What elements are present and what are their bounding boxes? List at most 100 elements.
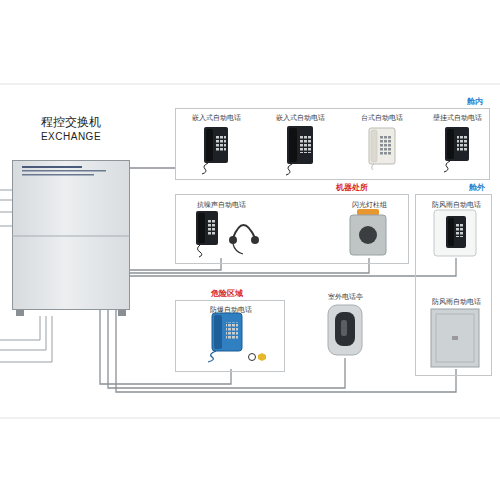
- telephone: 嵌入式自动电话: [186, 113, 246, 173]
- label-group: 防爆自动电话: [186, 305, 276, 314]
- cabinet-foot: [16, 310, 24, 316]
- telephone: 壁挂式自动电话: [427, 113, 487, 173]
- phone-line: [130, 258, 369, 273]
- keypad: [300, 135, 311, 153]
- mic-boom: [233, 244, 243, 254]
- cert-mark: [258, 353, 266, 361]
- label-group: 台式自动电话: [352, 113, 412, 122]
- label-group: 危险区域: [211, 289, 243, 299]
- phone-line: [116, 310, 456, 392]
- zone-label: 舱外: [469, 183, 485, 193]
- keypad: [457, 135, 467, 151]
- handset: [206, 129, 213, 161]
- keypad: [216, 136, 226, 152]
- cabinet-title: 程控交换机: [13, 115, 129, 130]
- cord: [444, 161, 450, 172]
- wire: [0, 190, 12, 226]
- nameplate: [22, 170, 106, 172]
- headset-band: [233, 225, 255, 238]
- device-label: 嵌入式自动电话: [186, 113, 246, 122]
- nameplate: [22, 174, 94, 176]
- phone-body: [445, 127, 469, 161]
- phone-body: [369, 128, 395, 164]
- keypad: [380, 136, 392, 156]
- phone-body: [446, 216, 466, 248]
- door-handle: [452, 336, 458, 340]
- phone-line: [108, 310, 345, 388]
- cabinet-foot: [118, 310, 126, 316]
- label-group: 机器处所: [336, 183, 368, 193]
- frame-line: [0, 418, 500, 419]
- keypad: [456, 223, 464, 237]
- telephone: 防风雨自动电话: [423, 297, 489, 369]
- handset: [371, 130, 377, 162]
- zone-box: 危险区域防爆自动电话: [175, 300, 285, 372]
- cabinet-door: [436, 314, 474, 362]
- label-group: 壁挂式自动电话: [427, 113, 487, 122]
- cord: [372, 164, 374, 170]
- device-label: 壁挂式自动电话: [427, 113, 487, 122]
- flash-beacon: 闪光灯柱组: [339, 200, 399, 258]
- phone-body: [204, 127, 228, 163]
- phone-body: [196, 211, 218, 245]
- ear-cup: [251, 236, 259, 244]
- phone-cabinet: [431, 309, 479, 367]
- cord: [286, 164, 292, 175]
- handset: [214, 315, 222, 349]
- cord: [198, 245, 202, 257]
- label-group: 防风雨自动电话: [423, 297, 489, 306]
- nameplate: [22, 166, 82, 168]
- keypad: [226, 322, 238, 340]
- frame-line: [0, 84, 500, 85]
- device-label: 防风雨自动电话: [423, 297, 489, 306]
- label-group: 防风雨自动电话: [423, 200, 489, 209]
- telephone: 嵌入式自动电话: [270, 113, 330, 173]
- ear-cup: [229, 236, 237, 244]
- label-group: 抗噪声自动电话: [181, 200, 261, 209]
- zone-box: 舱外防风雨自动电话防风雨自动电话: [415, 194, 492, 376]
- phone-line: [100, 310, 231, 384]
- wire: [0, 316, 52, 362]
- phone-line: [130, 167, 175, 168]
- label-group: 嵌入式自动电话: [186, 113, 246, 122]
- exchange-cabinet: 程控交换机EXCHANGE: [12, 160, 130, 310]
- label-group: 程控交换机EXCHANGE: [13, 115, 129, 143]
- lamp-box: [350, 215, 386, 255]
- zone-label: 舱内: [467, 97, 483, 107]
- device-label: 闪光灯柱组: [339, 200, 399, 209]
- booth-cavity: [335, 312, 355, 346]
- label-group: 室外电话亭: [315, 292, 375, 301]
- handset: [447, 129, 454, 159]
- lamp-cap: [357, 209, 379, 216]
- hood: [434, 210, 476, 256]
- zone-box: 机器处所抗噪声自动电话闪光灯柱组: [175, 194, 409, 264]
- label-group: 舱内: [467, 97, 483, 107]
- device-label: 台式自动电话: [352, 113, 412, 122]
- handset: [341, 320, 347, 336]
- cert-mark: [249, 354, 256, 361]
- telephone: 抗噪声自动电话: [181, 200, 261, 258]
- horn: [359, 226, 377, 244]
- device-label: 防爆自动电话: [186, 305, 276, 314]
- cabinet-title: EXCHANGE: [13, 130, 129, 143]
- phone-line: [130, 258, 456, 276]
- cord: [208, 351, 216, 362]
- handset: [198, 213, 205, 243]
- phone-body: [212, 313, 242, 351]
- booth-shell: [328, 305, 362, 355]
- handset: [448, 218, 454, 246]
- device-label: 室外电话亭: [315, 292, 375, 301]
- panel-seam: [12, 236, 130, 237]
- telephone: 防风雨自动电话: [423, 200, 489, 258]
- zone-label: 危险区域: [211, 289, 243, 299]
- label-group: 舱外: [469, 183, 485, 193]
- keypad: [208, 219, 216, 235]
- phone-booth: 室外电话亭: [315, 292, 375, 358]
- label-group: 闪光灯柱组: [339, 200, 399, 209]
- zone-box: 舱内嵌入式自动电话嵌入式自动电话台式自动电话壁挂式自动电话: [175, 108, 490, 180]
- label-group: 嵌入式自动电话: [270, 113, 330, 122]
- cord: [202, 163, 208, 174]
- phone-body: [287, 126, 313, 164]
- handset: [289, 128, 297, 162]
- device-label: 抗噪声自动电话: [181, 200, 261, 209]
